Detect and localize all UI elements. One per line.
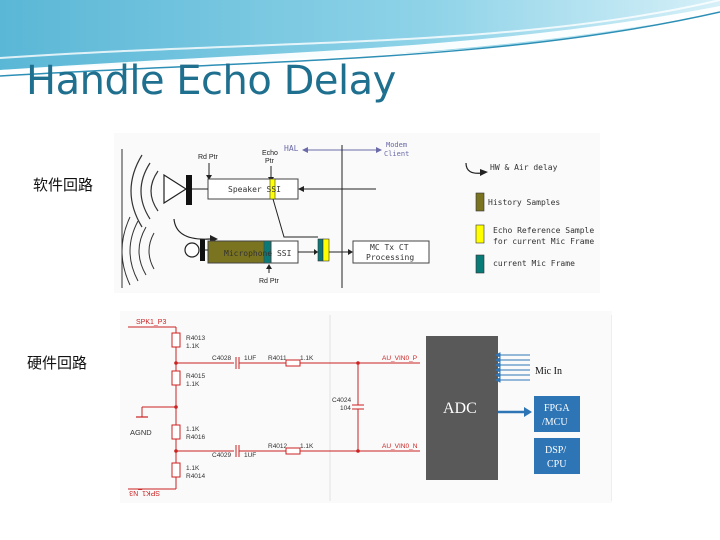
capacitor-c4028: [235, 357, 240, 369]
r4014-label: R4014: [186, 473, 206, 480]
fpga-label-1: FPGA: [544, 403, 570, 414]
mc-tx-processing-box: [352, 240, 430, 264]
fpga-mcu-block: [534, 396, 580, 432]
rd-ptr-bottom-label: Rd Ptr: [259, 278, 280, 285]
capacitor-c4029: [235, 445, 240, 457]
r4011-label: R4011: [268, 355, 287, 362]
au-vin0-n-label: AU_VIN0_N: [382, 443, 418, 450]
c4029-value: 1UF: [244, 452, 256, 459]
hal-label: HAL: [284, 144, 299, 153]
legend-current-mic-frame: current Mic Frame: [493, 259, 575, 268]
dsp-label-2: CPU: [547, 459, 567, 470]
mc-tx-label-1: MC Tx CT: [370, 243, 409, 252]
speaker-ssi-label: Speaker SSI: [228, 185, 281, 194]
buffer-echo-ref: [322, 238, 330, 262]
echo-ptr-label-2: Ptr: [265, 158, 275, 165]
r4012-label: R4012: [268, 443, 288, 450]
r4015-value: 1.1K: [186, 381, 200, 388]
dsp-label-1: DSP/: [545, 445, 566, 456]
au-vin0-p-label: AU_VIN0_P: [382, 355, 417, 362]
r4015-label: R4015: [186, 373, 206, 380]
resistor-r4016: [171, 424, 181, 440]
hardware-loop-diagram: SPK1_P3 R4013 1.1K C4028 1UF R4011 1.1K …: [120, 311, 612, 503]
microphone-ssi-label: Microphone SSI: [224, 249, 292, 258]
buffer-current-frame: [317, 238, 324, 262]
header-swoosh: [0, 0, 720, 77]
c4029-label: C4029: [212, 452, 232, 459]
spk1-p3-label: SPK1_P3: [136, 319, 166, 326]
modem-label-1: Modem: [386, 141, 407, 149]
legend-echo-ref-2: for current Mic Frame: [493, 237, 594, 246]
adc-block: [426, 336, 498, 480]
r4011-value: 1.1K: [300, 355, 314, 362]
echo-ref-path: [272, 198, 318, 238]
mic-in-label: Mic In: [535, 366, 562, 377]
r4012-value: 1.1K: [300, 443, 314, 450]
legend-history-samples: History Samples: [488, 198, 560, 207]
legend-echo-ref-swatch: [475, 224, 485, 244]
c4028-label: C4028: [212, 355, 232, 362]
resistor-r4011: [285, 359, 301, 367]
agnd-label: AGND: [130, 428, 152, 437]
microphone-icon: [184, 239, 205, 261]
legend-hw-air-delay: HW & Air delay: [490, 163, 558, 172]
r4016-label: R4016: [186, 434, 206, 441]
fpga-label-2: /MCU: [542, 417, 568, 428]
r4013-label: R4013: [186, 335, 206, 342]
resistor-r4012: [285, 447, 301, 455]
legend-current-mic-swatch: [475, 254, 485, 274]
rd-ptr-top-label: Rd Ptr: [198, 154, 219, 161]
legend-history-swatch: [475, 192, 485, 212]
c4024-label: C4024: [332, 397, 352, 404]
software-loop-label: 软件回路: [33, 176, 94, 194]
resistor-r4014: [171, 462, 181, 478]
capacitor-c4024: [352, 404, 364, 410]
mc-tx-label-2: Processing: [366, 253, 414, 262]
hw-air-delay-arrow: [173, 218, 211, 240]
slide-title: Handle Echo Delay: [26, 58, 396, 104]
resistor-r4015: [171, 370, 181, 386]
adc-label: ADC: [443, 400, 477, 417]
dsp-cpu-block: [534, 438, 580, 474]
speaker-icon: [163, 173, 192, 205]
hardware-loop-label: 硬件回路: [27, 354, 88, 372]
echo-ptr-label-1: Echo: [262, 150, 278, 157]
modem-label-2: Client: [384, 150, 409, 158]
r4014-value: 1.1K: [186, 465, 200, 472]
speaker-sound-waves: [130, 154, 159, 228]
spk1-n3-label: SPK1_N3: [129, 489, 160, 496]
mic-in-arrows: [494, 352, 530, 383]
r4013-value: 1.1K: [186, 343, 200, 350]
software-loop-diagram: Rd Ptr Echo Ptr HAL Modem Client Speaker…: [114, 133, 600, 293]
c4024-value: 104: [340, 405, 351, 412]
speaker-ssi-echo-ref-sample: [269, 178, 276, 200]
c4028-value: 1UF: [244, 355, 256, 362]
legend: HW & Air delay History Samples Echo Refe…: [465, 162, 594, 274]
legend-hw-air-delay-icon: [465, 162, 483, 174]
resistor-r4013: [171, 332, 181, 348]
r4016-value: 1.1K: [186, 426, 200, 433]
legend-echo-ref-1: Echo Reference Sample: [493, 226, 594, 235]
mic-sound-waves: [121, 216, 155, 286]
